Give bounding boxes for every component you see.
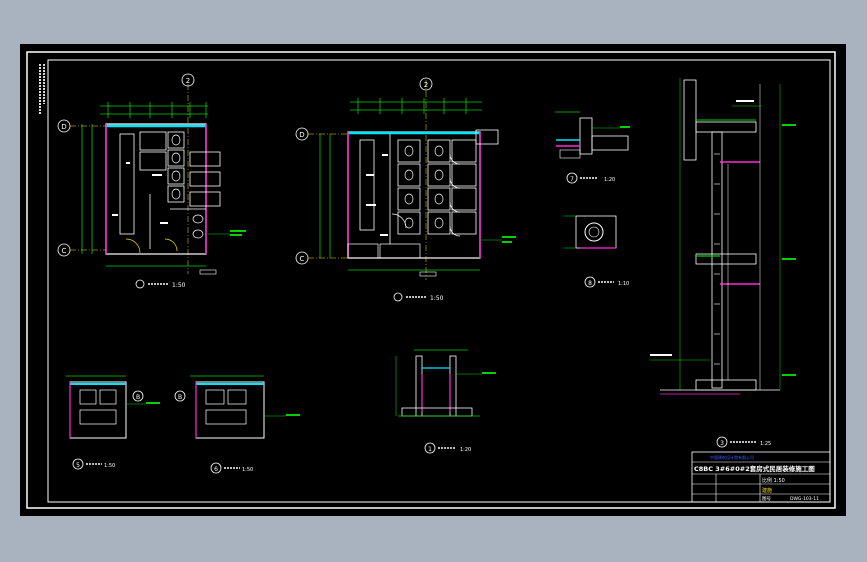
svg-text:D: D (61, 123, 66, 131)
svg-text:中国建筑设计院有限公司: 中国建筑设计院有限公司 (710, 454, 754, 460)
door-swing-icon (125, 238, 178, 254)
cad-drawing: 2 D C 1:50 (26, 51, 836, 509)
toilet-icon (404, 145, 444, 229)
plan-5: B 5 1:50 (66, 375, 160, 470)
svg-text:DWG-103-11: DWG-103-11 (790, 496, 819, 502)
door-swing-icon (391, 153, 461, 237)
svg-text:2: 2 (424, 81, 428, 89)
side-note (39, 64, 45, 114)
drawing-canvas[interactable]: 2 D C 1:50 (20, 44, 846, 516)
toilet-icon (171, 134, 204, 239)
wall-section: 3 1:25 (650, 78, 796, 448)
svg-text:1:50: 1:50 (430, 295, 444, 302)
svg-text:5: 5 (76, 462, 80, 469)
svg-text:3: 3 (720, 440, 724, 447)
svg-text:C8BC 3#6#0#2套房式民居装修施工图: C8BC 3#6#0#2套房式民居装修施工图 (694, 464, 815, 473)
detail-7: 7 1:20 (555, 111, 630, 184)
svg-text:1:50: 1:50 (242, 467, 253, 473)
plan-6: B 6 1:50 (174, 375, 300, 474)
sheet-inner-border (47, 59, 831, 503)
svg-text:1:50: 1:50 (172, 282, 186, 289)
svg-text:比例 1:50: 比例 1:50 (762, 477, 785, 484)
svg-text:B: B (178, 394, 182, 401)
svg-text:8: 8 (588, 280, 592, 287)
plan-1: 2 D C 1:50 (57, 73, 246, 289)
svg-text:1:10: 1:10 (618, 281, 629, 287)
svg-text:C: C (300, 255, 305, 263)
svg-text:1:20: 1:20 (604, 177, 615, 183)
detail-8: 8 1:10 (564, 215, 629, 288)
plan-2: 2 D C 1:50 (295, 77, 516, 302)
svg-text:建施: 建施 (762, 487, 772, 494)
svg-text:图号: 图号 (762, 496, 771, 502)
svg-text:7: 7 (570, 176, 574, 183)
svg-text:C: C (62, 247, 67, 255)
sheet-outer-border (26, 51, 836, 509)
svg-text:B: B (136, 394, 140, 401)
section-detail: 1 1:20 (395, 349, 496, 454)
svg-text:2: 2 (186, 77, 190, 85)
svg-text:1: 1 (428, 446, 432, 453)
svg-text:D: D (299, 131, 304, 139)
svg-text:1:20: 1:20 (460, 447, 471, 453)
title-block: 中国建筑设计院有限公司 C8BC 3#6#0#2套房式民居装修施工图 比例 1:… (691, 451, 831, 503)
svg-text:6: 6 (214, 466, 218, 473)
grid-bubble-icon: 2 D C (57, 73, 195, 257)
svg-text:1:25: 1:25 (760, 441, 771, 447)
svg-text:1:50: 1:50 (104, 463, 115, 469)
